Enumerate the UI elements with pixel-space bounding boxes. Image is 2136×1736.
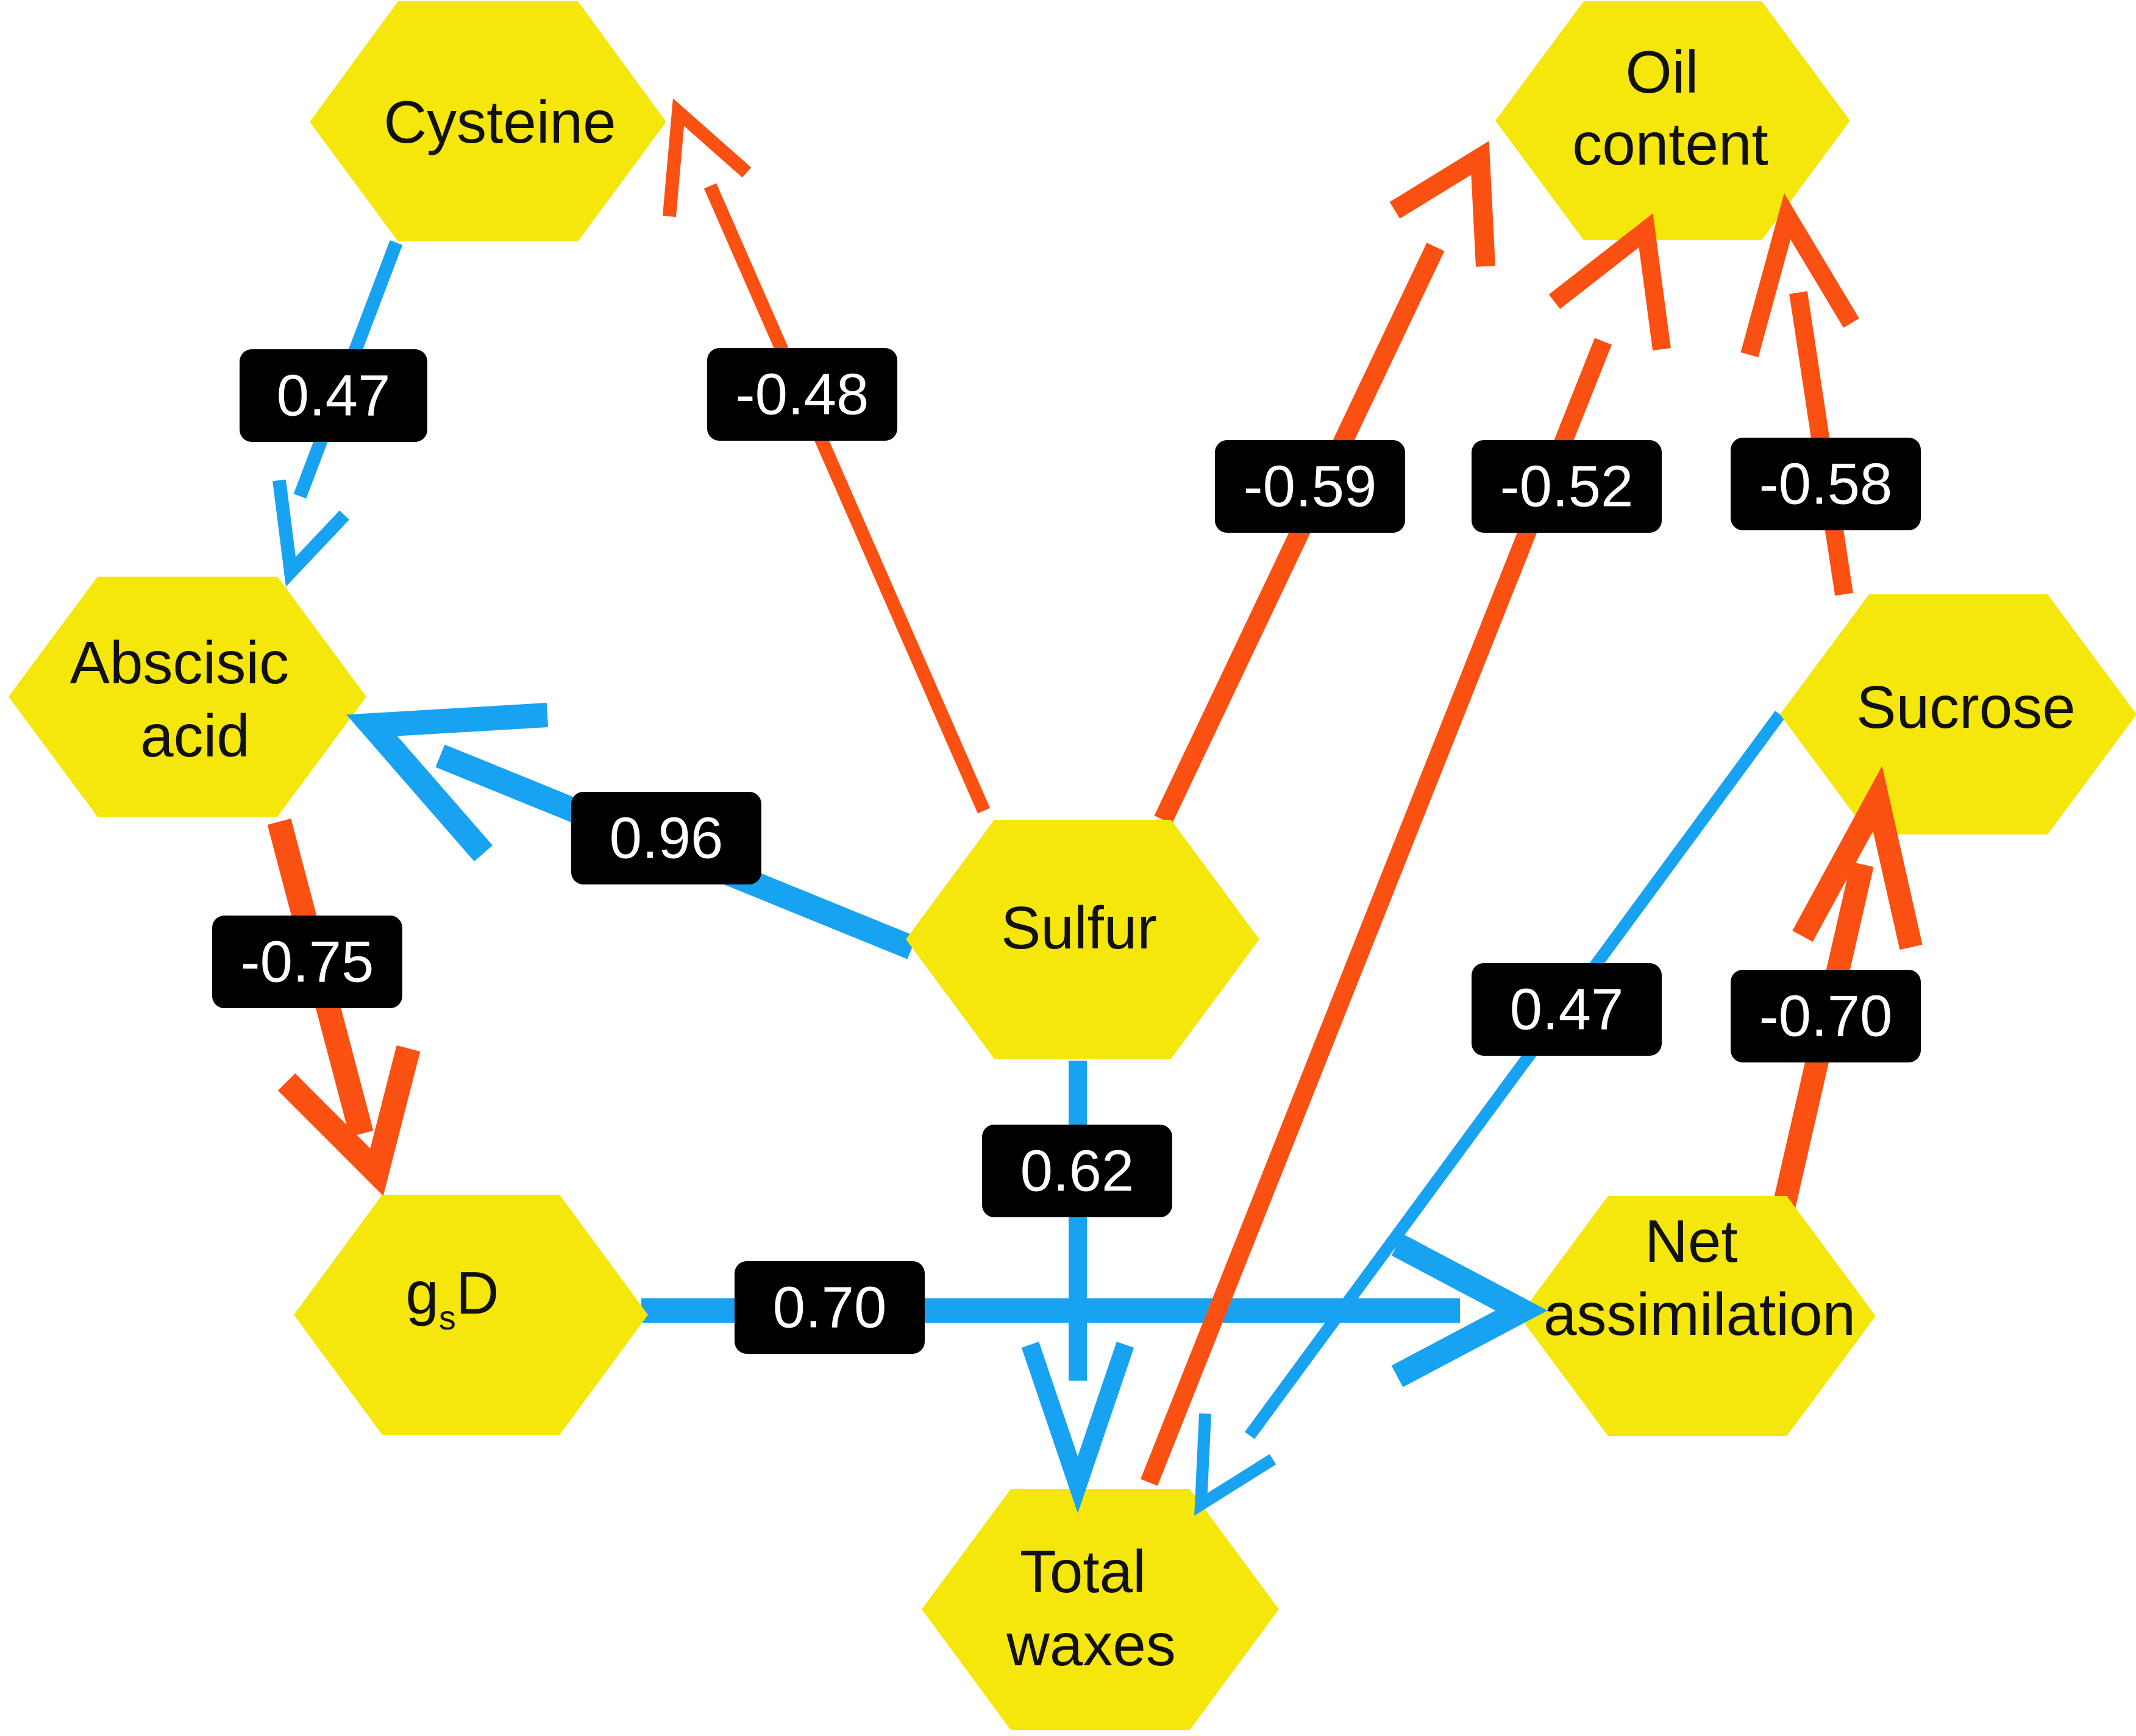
arrowhead-sucrose-waxes bbox=[1194, 1413, 1276, 1516]
edge-label-waxes-oil: -0.52 bbox=[1472, 440, 1662, 533]
edge-label-cysteine-aba: 0.47 bbox=[240, 349, 427, 442]
node-abscisic-acid: Abscisic acid bbox=[9, 577, 366, 817]
edge-sucrose-waxes-line bbox=[1244, 711, 1785, 1439]
node-oil-content: Oil content bbox=[1495, 1, 1850, 240]
node-total-waxes-line-2: waxes bbox=[1006, 1611, 1176, 1678]
arrowhead-gsd-netassim bbox=[1391, 1234, 1548, 1387]
arrowhead-sulfur-oil bbox=[1389, 141, 1495, 267]
hexagon-shape bbox=[1519, 1196, 1876, 1436]
edge-labels: 0.47 -0.48 0.96 -0.75 0.62 0.70 -0.59 - bbox=[212, 348, 1921, 1354]
node-sulfur: Sulfur bbox=[906, 820, 1259, 1059]
node-abscisic-acid-line-1: Abscisic bbox=[70, 629, 289, 696]
edge-sulfur-cysteine-line bbox=[703, 183, 991, 814]
arrowhead-sulfur-aba bbox=[346, 703, 549, 862]
arrowhead-sulfur-waxes bbox=[1021, 1342, 1134, 1514]
node-abscisic-acid-line-2: acid bbox=[140, 702, 250, 769]
edge-label-sulfur-oil: -0.59 bbox=[1215, 440, 1405, 533]
edge-sulfur-oil-line bbox=[1154, 243, 1445, 824]
edge-label-text: -0.59 bbox=[1244, 454, 1377, 519]
node-oil-content-line-1: Oil bbox=[1625, 38, 1698, 105]
edge-label-box bbox=[707, 348, 897, 441]
node-gsd: gsD bbox=[294, 1195, 648, 1435]
node-total-waxes-line-1: Total bbox=[1020, 1538, 1146, 1605]
node-net-assimilation-line-2: assimilation bbox=[1543, 1281, 1856, 1348]
hexagon-shape bbox=[310, 1, 666, 241]
node-oil-content-label: Oil content bbox=[1572, 38, 1768, 177]
edge-label-text: -0.48 bbox=[736, 362, 869, 427]
edge-label-box bbox=[1731, 438, 1921, 530]
edge-label-text: -0.58 bbox=[1759, 452, 1893, 517]
node-abscisic-acid-label: Abscisic acid bbox=[70, 629, 306, 769]
edge-label-box bbox=[1472, 440, 1662, 533]
node-cysteine-label: Cysteine bbox=[383, 88, 616, 155]
hexagon-shape bbox=[294, 1195, 648, 1435]
arrowhead-sucrose-oil bbox=[1740, 193, 1859, 357]
edge-label-box bbox=[240, 349, 427, 442]
hexagon-shape bbox=[1495, 1, 1850, 240]
edge-label-text: 0.96 bbox=[610, 806, 724, 871]
hexagon-shape bbox=[922, 1489, 1279, 1730]
edge-label-sulfur-waxes: 0.62 bbox=[982, 1125, 1172, 1217]
node-gsd-main: g bbox=[405, 1259, 439, 1326]
arrowhead-waxes-oil bbox=[1548, 213, 1671, 350]
arrowhead-aba-gsd bbox=[277, 1045, 421, 1196]
node-gsd-label: gsD bbox=[405, 1259, 499, 1337]
node-sucrose: Sucrose bbox=[1780, 594, 2136, 834]
nodes: Cysteine Abscisic acid gsD Sulfur Total … bbox=[9, 1, 2136, 1730]
edge-label-sulfur-cysteine: -0.48 bbox=[707, 348, 897, 441]
edge-label-box bbox=[1731, 970, 1921, 1062]
node-oil-content-line-2: content bbox=[1572, 110, 1768, 177]
edge-label-sucrose-waxes: 0.47 bbox=[1472, 963, 1662, 1056]
node-total-waxes: Total waxes bbox=[922, 1489, 1279, 1730]
edge-label-aba-gsd: -0.75 bbox=[212, 916, 402, 1008]
node-sucrose-label: Sucrose bbox=[1856, 674, 2076, 741]
hexagon-shape bbox=[906, 820, 1259, 1059]
node-gsd-subscript: s bbox=[439, 1298, 456, 1337]
edge-label-gsd-netassim: 0.70 bbox=[735, 1261, 925, 1354]
edge-label-text: 0.62 bbox=[1020, 1139, 1134, 1204]
arrowhead-sulfur-cysteine bbox=[663, 98, 752, 217]
node-net-assimilation-line-1: Net bbox=[1645, 1208, 1738, 1275]
hexagon-shape bbox=[1780, 594, 2136, 834]
edge-label-box bbox=[1215, 440, 1405, 533]
edge-label-box bbox=[212, 916, 402, 1008]
edge-label-text: -0.70 bbox=[1759, 984, 1893, 1049]
node-net-assimilation: Net assimilation bbox=[1519, 1196, 1876, 1436]
node-cysteine: Cysteine bbox=[310, 1, 666, 241]
arrowheads bbox=[272, 98, 1923, 1516]
edge-label-box bbox=[1472, 963, 1662, 1056]
node-net-assimilation-label: Net assimilation bbox=[1543, 1208, 1856, 1348]
node-total-waxes-label: Total waxes bbox=[1006, 1538, 1176, 1678]
arrowhead-cysteine-aba bbox=[272, 479, 349, 587]
edge-label-text: 0.47 bbox=[277, 363, 391, 429]
edge-label-box bbox=[571, 792, 761, 884]
node-sulfur-label: Sulfur bbox=[1001, 894, 1157, 961]
arrowhead-netassim-sucrose bbox=[1792, 766, 1923, 950]
edge-label-text: 0.70 bbox=[773, 1275, 887, 1340]
edge-label-sulfur-aba: 0.96 bbox=[571, 792, 761, 884]
edge-label-netassim-sucrose: -0.70 bbox=[1731, 970, 1921, 1062]
edge-label-box bbox=[982, 1125, 1172, 1217]
edge-label-text: -0.52 bbox=[1500, 454, 1634, 519]
edge-label-box bbox=[735, 1261, 925, 1354]
node-gsd-tail: D bbox=[456, 1259, 499, 1326]
hexagon-shape bbox=[9, 577, 366, 817]
edge-label-text: -0.75 bbox=[241, 930, 374, 995]
edge-label-sucrose-oil: -0.58 bbox=[1731, 438, 1921, 530]
edge-label-text: 0.47 bbox=[1510, 977, 1624, 1042]
